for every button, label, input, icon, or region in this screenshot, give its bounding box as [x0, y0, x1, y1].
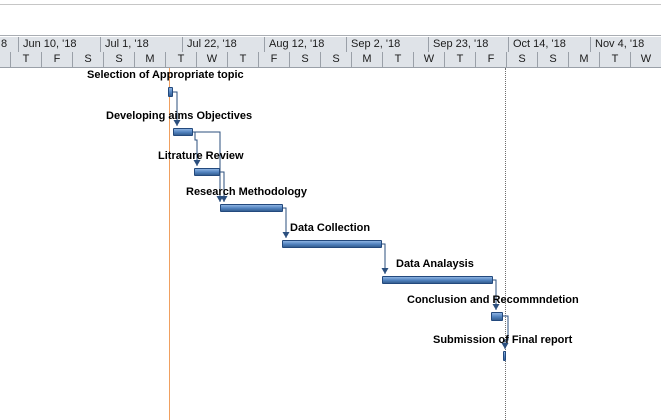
- task-bar-developing-aims[interactable]: [173, 128, 193, 136]
- timescale-minor-cell: W: [196, 52, 227, 67]
- divider: [0, 35, 661, 36]
- task-bar-submission[interactable]: [503, 351, 506, 361]
- link-7-8: [501, 315, 509, 349]
- timescale-top-tier[interactable]: 8 Jun 10, '18 Jul 1, '18 Jul 22, '18 Aug…: [0, 37, 661, 53]
- link-5-6: [381, 243, 389, 274]
- task-label-data-analysis: Data Analaysis: [396, 258, 474, 270]
- timescale-major-cell: Aug 12, '18: [264, 37, 346, 52]
- timescale-minor-cell: T: [444, 52, 475, 67]
- timescale-minor-cell: S: [537, 52, 568, 67]
- task-label-data-collection: Data Collection: [290, 222, 371, 234]
- timescale-bottom-tier[interactable]: T F S S M T W T F S S M T W T F S S M T …: [0, 52, 661, 68]
- timescale-minor-cell: M: [134, 52, 165, 67]
- timescale-major-cell: Sep 2, '18: [346, 37, 428, 52]
- timescale-major-cell: 8: [0, 37, 18, 52]
- timescale-minor-cell: T: [10, 52, 41, 67]
- task-bar-research-methodology[interactable]: [220, 204, 283, 212]
- timescale-major-cell: Jun 10, '18: [18, 37, 100, 52]
- divider: [0, 4, 661, 5]
- timescale-major-cell: Oct 14, '18: [508, 37, 590, 52]
- timescale-minor-cell: M: [351, 52, 382, 67]
- task-bar-selection-of-topic[interactable]: [168, 87, 173, 97]
- link-6-7: [492, 279, 500, 310]
- task-label-selection-of-topic: Selection of Appropriate topic: [87, 69, 244, 81]
- timescale-minor-cell: F: [475, 52, 506, 67]
- task-label-developing-aims: Developing aims Objectives: [106, 110, 253, 122]
- link-2-4: [192, 131, 224, 202]
- timescale-minor-cell: W: [413, 52, 444, 67]
- timescale-minor-cell: S: [506, 52, 537, 67]
- timescale-minor-cell: F: [41, 52, 72, 67]
- status-date-line: [505, 68, 507, 420]
- timescale-minor-cell: M: [568, 52, 599, 67]
- task-label-research-methodology: Research Methodology: [186, 186, 308, 198]
- timescale-major-cell: Jul 22, '18: [182, 37, 264, 52]
- timescale-minor-cell: T: [382, 52, 413, 67]
- timescale-minor-cell: F: [258, 52, 289, 67]
- timescale-minor-cell: S: [72, 52, 103, 67]
- current-date-line: [169, 68, 170, 420]
- task-label-literature-review: Litrature Review: [158, 150, 244, 162]
- timescale-minor-cell: T: [599, 52, 630, 67]
- task-bar-data-collection[interactable]: [282, 240, 382, 248]
- timescale-major-cell: Jul 1, '18: [100, 37, 182, 52]
- link-1-2: [173, 91, 181, 126]
- timescale-minor-cell: S: [103, 52, 134, 67]
- task-label-submission: Submission of Final report: [433, 334, 573, 346]
- timescale-major-cell: Nov 4, '18: [590, 37, 661, 52]
- task-label-conclusion: Conclusion and Recommndetion: [407, 294, 579, 306]
- timescale-minor-cell: S: [320, 52, 351, 67]
- task-bar-data-analysis[interactable]: [382, 276, 493, 284]
- link-4-5: [282, 207, 290, 238]
- task-bar-literature-review[interactable]: [194, 168, 220, 176]
- timescale-minor-cell: S: [289, 52, 320, 67]
- timescale-minor-cell: W: [630, 52, 661, 67]
- timescale-major-cell: Sep 23, '18: [428, 37, 508, 52]
- link-3-4: [219, 171, 228, 202]
- timescale-minor-cell: T: [227, 52, 258, 67]
- task-bar-conclusion[interactable]: [491, 312, 503, 321]
- timescale-minor-cell: T: [165, 52, 196, 67]
